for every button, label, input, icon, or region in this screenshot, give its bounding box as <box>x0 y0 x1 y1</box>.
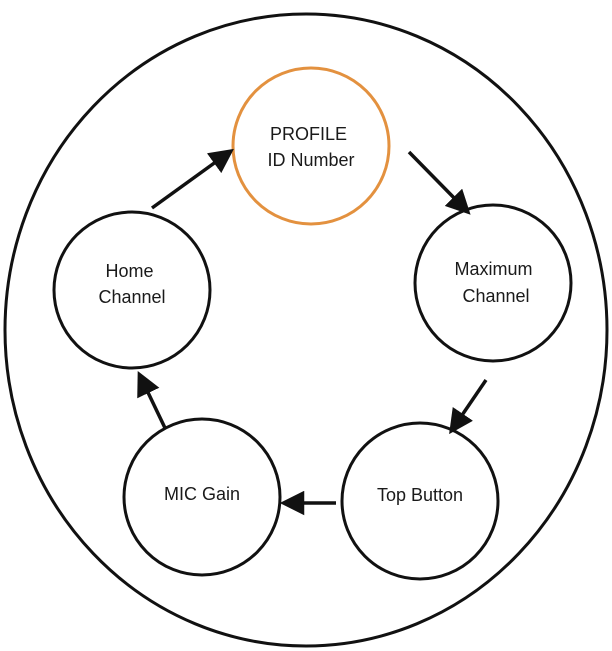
arrow-home-to-profile <box>150 148 234 210</box>
node-top-button-label-line-1: Top Button <box>377 485 463 505</box>
node-maximum-label: Maximum Channel <box>454 259 537 306</box>
node-profile-label-line-1: PROFILE <box>270 124 347 144</box>
node-home-circle <box>52 210 212 370</box>
node-home-channel: Home Channel <box>52 210 212 370</box>
node-profile-label-line-2: ID Number <box>267 150 354 170</box>
arrow-maximum-to-top-button <box>449 379 488 435</box>
node-profile-id-number: PROFILE ID Number <box>231 66 391 226</box>
node-home-label: Home Channel <box>98 261 165 307</box>
node-profile-label: PROFILE ID Number <box>267 124 354 170</box>
node-maximum-label-line-2: Channel <box>462 286 529 306</box>
node-mic-gain: MIC Gain <box>122 417 282 577</box>
outer-boundary-circle <box>3 12 609 648</box>
arrow-mic-gain-to-home <box>137 370 167 429</box>
arrow-profile-to-maximum <box>407 150 471 215</box>
node-mic-gain-label: MIC Gain <box>164 484 240 504</box>
node-mic-gain-label-line-1: MIC Gain <box>164 484 240 504</box>
node-top-button-label: Top Button <box>377 485 463 505</box>
node-profile-circle <box>231 66 391 226</box>
node-maximum-label-line-1: Maximum <box>454 259 532 279</box>
node-top-button-circle <box>340 421 500 581</box>
node-maximum-circle <box>413 203 573 363</box>
node-maximum-channel: Maximum Channel <box>413 203 573 363</box>
node-home-label-line-1: Home <box>105 261 153 281</box>
node-home-label-line-2: Channel <box>98 287 165 307</box>
node-top-button: Top Button <box>340 421 500 581</box>
